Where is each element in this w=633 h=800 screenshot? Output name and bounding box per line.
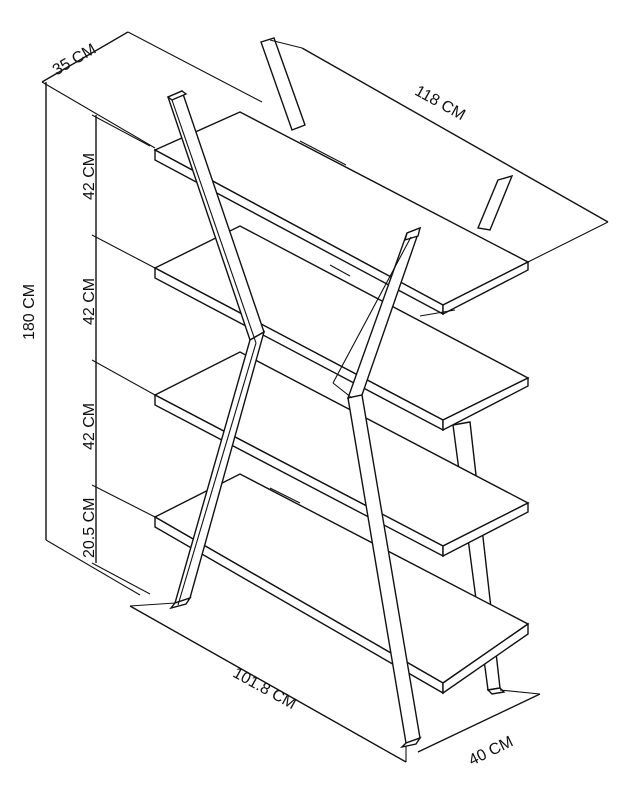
dim-total-height: 180 CM	[21, 82, 141, 596]
dim-shelf-gap-1-label: 42 CM	[81, 153, 98, 200]
shelf-4	[153, 473, 530, 695]
dim-bottom-gap-label: 20.5 CM	[81, 498, 98, 558]
dim-base-width-label: 101.8 CM	[230, 665, 299, 714]
rear-leg-left	[260, 37, 306, 131]
dim-width-top-label: 118 CM	[412, 83, 468, 124]
shelf-1	[153, 111, 530, 316]
shelf-back-lines	[269, 140, 456, 504]
dim-shelf-gap-3-label: 42 CM	[81, 403, 98, 450]
shelf-2	[153, 225, 530, 432]
dim-shelf-gap-2-label: 42 CM	[81, 278, 98, 325]
dim-depth-top-label: 35 CM	[50, 41, 99, 79]
front-leg-left	[166, 90, 266, 610]
dim-total-height-label: 180 CM	[21, 284, 38, 340]
dim-shelf-gaps: 42 CM 42 CM 42 CM 20.5 CM	[81, 114, 156, 595]
dim-base-depth: 40 CM	[417, 689, 541, 769]
front-leg-right	[332, 226, 422, 749]
dim-base-depth-label: 40 CM	[466, 733, 516, 769]
